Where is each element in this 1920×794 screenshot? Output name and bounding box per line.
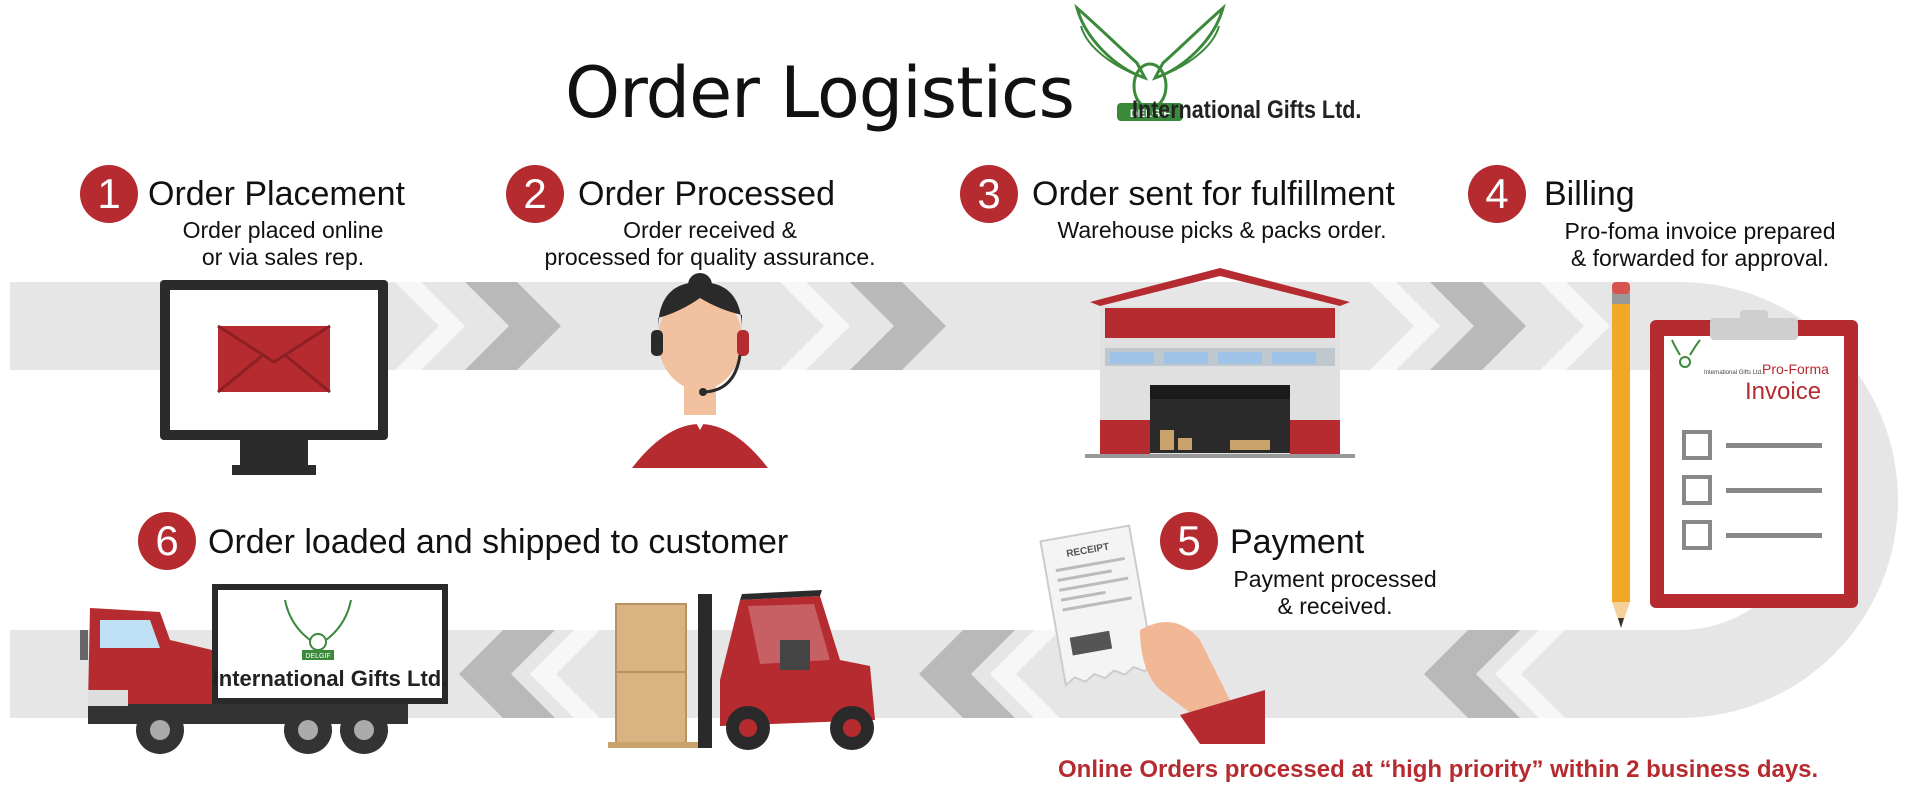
invoice-mini-company: International Gifts Ltd. [1704,370,1763,376]
monitor-envelope-icon [160,280,388,475]
step-5-number: 5 [1160,512,1218,570]
step-4-title: Billing [1544,175,1635,213]
eagle-logo-icon: DELGIF [1074,3,1226,121]
step-2-title: Order Processed [578,175,835,213]
step-1-title: Order Placement [148,175,405,213]
step-2-description: Order received & processed for quality a… [544,217,876,270]
step-3-title: Order sent for fulfillment [1032,175,1395,213]
truck-icon: DELGIF International Gifts Ltd. [80,584,448,754]
step-6-number: 6 [138,512,196,570]
warehouse-icon [1085,268,1355,458]
step-4-number: 4 [1468,165,1526,223]
pencil-icon [1612,282,1630,628]
step-2-number: 2 [506,165,564,223]
step-3-number: 3 [960,165,1018,223]
bottom-chevrons [459,630,1565,718]
truck-company-text: International Gifts Ltd. [213,666,448,691]
invoice-label-1: Pro-Forma [1762,361,1829,377]
page-title: Order Logistics [565,52,1075,134]
truck-logo-text: DELGIF [305,653,330,660]
step-1-description: Order placed online or via sales rep. [182,217,384,270]
support-agent-icon [632,273,768,468]
invoice-label-2: Invoice [1745,378,1821,405]
receipt-hand-icon: RECEIPT [1039,524,1265,744]
logo-banner-text: DELGIF [1130,108,1171,120]
top-chevrons [395,282,1610,370]
step-6-title: Order loaded and shipped to customer [208,523,789,561]
step-5-title: Payment [1230,523,1365,561]
forklift-boxes-icon [608,590,875,750]
clipboard-invoice-icon: International Gifts Ltd. Pro-Forma Invoi… [1650,310,1858,608]
company-name: International Gifts Ltd. [1132,96,1362,124]
footer-note: Online Orders processed at “high priorit… [1058,756,1819,783]
step-3-description: Warehouse picks & packs order. [1057,217,1387,243]
step-1-number: 1 [80,165,138,223]
step-5-description: Payment processed & received. [1233,566,1437,619]
step-4-description: Pro-foma invoice prepared & forwarded fo… [1564,218,1836,271]
